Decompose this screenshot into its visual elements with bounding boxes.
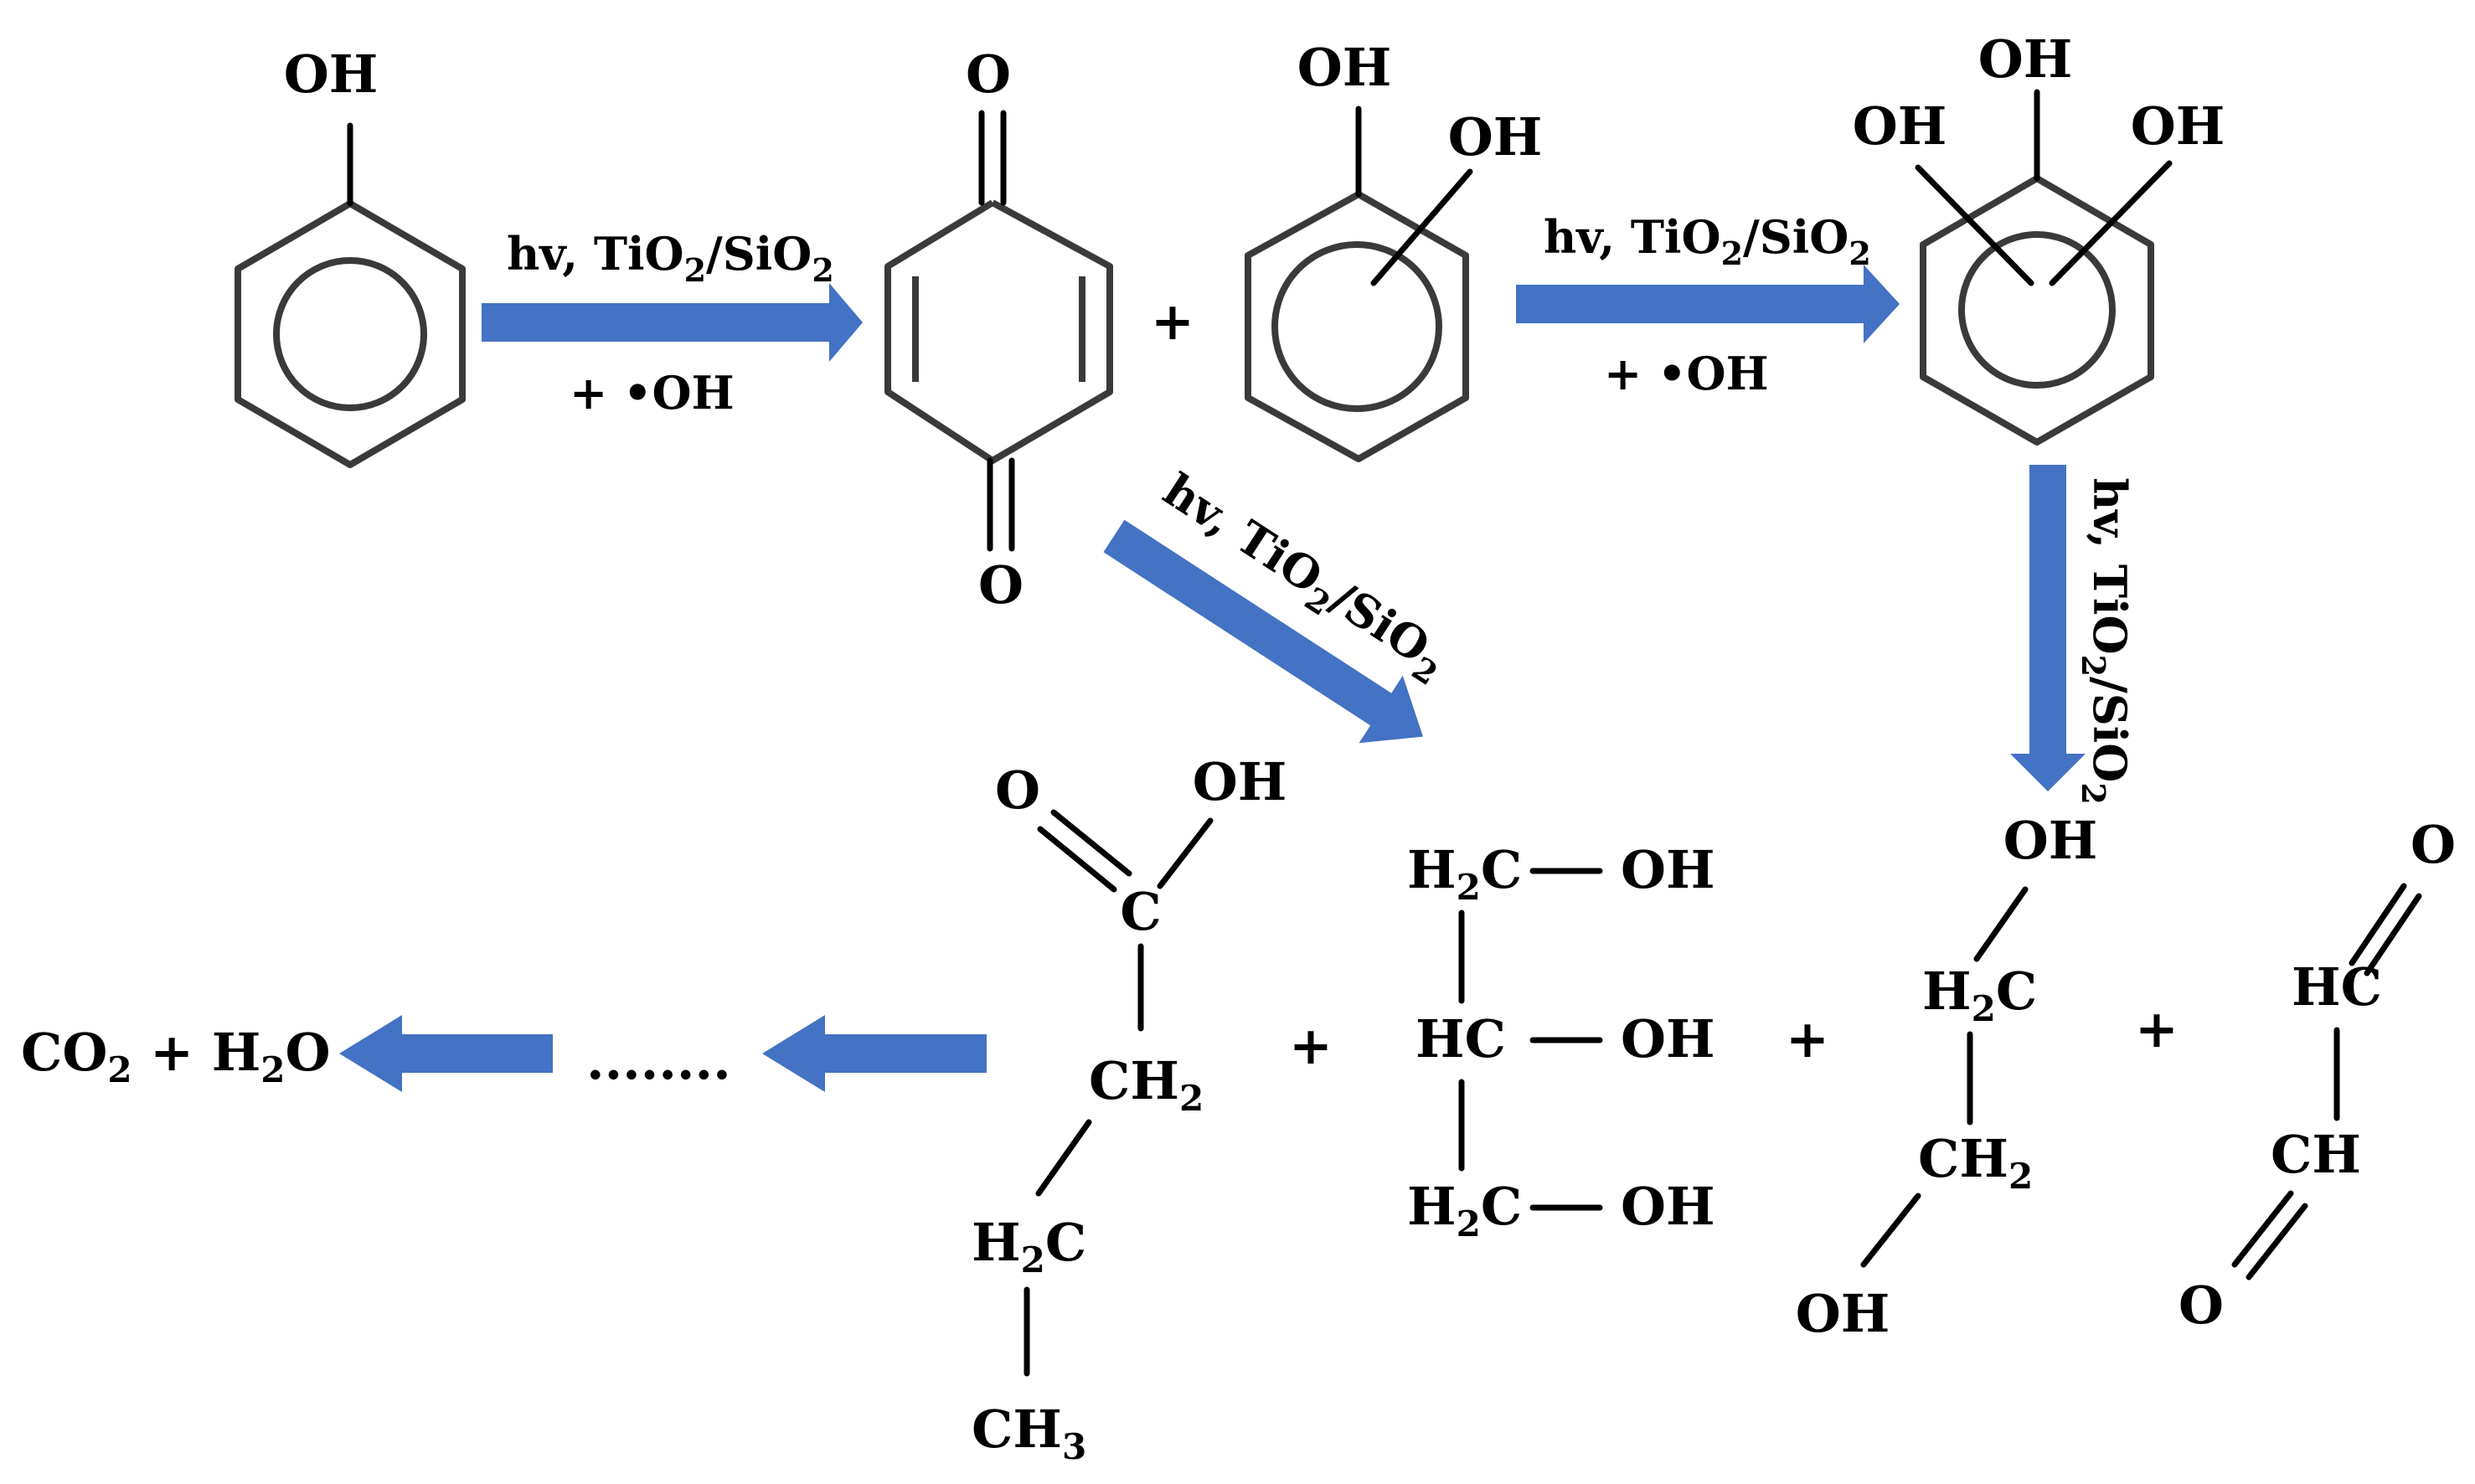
arrow-catechol-to-pyrogallol: hv, TiO2/SiO2 + •OH — [1516, 210, 1900, 400]
catechol-ring — [1245, 191, 1469, 462]
pyrogallol-oh-label-left: OH — [1853, 95, 1947, 157]
glyoxal-hc-label: HC — [2292, 956, 2382, 1018]
butyric-ch3-label: CH3 — [972, 1399, 1086, 1467]
radical-label-2: + •OH — [1604, 347, 1769, 400]
condition-label-1: hv, TiO2/SiO2 — [507, 227, 834, 289]
phenol-oh-label: OH — [284, 44, 379, 105]
glyoxal-co-bottom-2 — [2246, 1203, 2308, 1280]
catechol-oh-bond-2 — [1370, 168, 1473, 286]
arrow-diagonal: hv, TiO2/SiO2 — [1103, 462, 1445, 744]
blue-arrow-diagonal — [1103, 519, 1424, 744]
final-products-label: CO2 + H2O — [21, 1022, 331, 1090]
catechol-oh-label-1: OH — [1297, 37, 1392, 98]
eg-oh-bond-top — [1973, 886, 2029, 962]
benzoquinone-o-bottom: O — [978, 554, 1024, 616]
glyoxal-ch-label: CH — [2271, 1124, 2361, 1185]
blue-arrow-down — [2010, 465, 2086, 791]
eg-oh-label-top: OH — [2003, 810, 2098, 871]
glyoxal-o-top: O — [2411, 814, 2456, 875]
glyoxal-co-bottom-1 — [2231, 1190, 2294, 1268]
butyric-ch2-label: CH2 — [1089, 1050, 1204, 1119]
plus-sign-2: + — [1289, 1015, 1333, 1076]
butyric-oh-label: OH — [1193, 751, 1287, 812]
plus-sign-1: + — [1151, 291, 1194, 352]
catechol-oh-label-2: OH — [1448, 106, 1543, 167]
condition-label-2: hv, TiO2/SiO2 — [1544, 210, 1871, 272]
phenol-ring — [235, 200, 466, 468]
eg-ch2-label: CH2 — [1918, 1128, 2033, 1197]
phenol: OH — [235, 44, 466, 468]
glycerol-oh-label-bottom: OH — [1621, 1176, 1715, 1237]
arrow-down: hv, TiO2/SiO2 — [2010, 465, 2137, 805]
glycerol-h2c-top-label: H2C — [1407, 839, 1522, 908]
pyrogallol-oh-bond-left — [1915, 164, 2034, 286]
pyrogallol-aromatic-circle — [1958, 231, 2116, 389]
eg-h2c-label: H2C — [1922, 961, 2037, 1029]
glyoxal-co-top-1 — [2349, 883, 2407, 966]
glyoxal-o-bottom: O — [2179, 1275, 2224, 1336]
condition-label-vertical: hv, TiO2/SiO2 — [2075, 477, 2137, 805]
butyric-o-label: O — [995, 760, 1040, 821]
pyrogallol-ring — [1920, 175, 2154, 446]
blue-arrow-right-1 — [482, 283, 863, 362]
ethylene-glycol: OH H2C CH2 OH — [1796, 810, 2098, 1344]
butyric-h2c-label: H2C — [972, 1212, 1086, 1280]
final-products: CO2 + H2O ........ — [21, 1015, 987, 1092]
pyrogallol-oh-label-right: OH — [2131, 95, 2225, 157]
phenol-aromatic-circle — [273, 257, 427, 411]
plus-sign-4: + — [2135, 998, 2179, 1059]
pyrogallol-oh-label-top: OH — [1978, 28, 2073, 90]
butyric-ch2-h2c-bond — [1035, 1119, 1092, 1197]
glyoxal: O HC CH O — [2179, 814, 2456, 1336]
butyric-co-double-2 — [1050, 809, 1132, 877]
blue-arrow-right-2 — [1516, 265, 1900, 343]
pyrogallol-oh-bond-right — [2049, 160, 2173, 286]
eg-oh-bond-bottom — [1860, 1193, 1921, 1268]
benzoquinone-ring — [884, 199, 1113, 464]
blue-arrow-left-1 — [339, 1015, 553, 1092]
benzoquinone: O O — [884, 44, 1113, 616]
butyric-co-double-1 — [1037, 826, 1117, 893]
blue-arrow-left-2 — [762, 1015, 987, 1092]
glyoxal-co-top-2 — [2364, 893, 2422, 976]
glycerol-oh-label-top: OH — [1621, 839, 1715, 900]
plus-sign-3: + — [1786, 1008, 1829, 1069]
butyric-c-label: C — [1120, 881, 1161, 942]
ellipsis-dots: ........ — [586, 1030, 731, 1091]
butyric-acid: O OH C CH2 H2C CH3 — [972, 751, 1286, 1467]
glycerol-h2c-bottom-label: H2C — [1407, 1176, 1522, 1244]
butyric-coh-bond — [1157, 817, 1214, 889]
glycerol-hc-label: HC — [1415, 1008, 1506, 1069]
catechol: OH OH — [1245, 37, 1543, 462]
arrow-phenol-to-products: hv, TiO2/SiO2 + •OH — [482, 227, 863, 420]
radical-label-1: + •OH — [570, 366, 735, 420]
glycerol-oh-label-mid: OH — [1621, 1008, 1715, 1069]
catechol-aromatic-circle — [1271, 241, 1442, 412]
glycerol: H2C OH HC OH H2C OH — [1407, 839, 1715, 1244]
benzoquinone-o-top: O — [966, 44, 1011, 105]
pyrogallol: OH OH OH — [1853, 28, 2225, 446]
eg-oh-label-bottom: OH — [1796, 1283, 1890, 1344]
